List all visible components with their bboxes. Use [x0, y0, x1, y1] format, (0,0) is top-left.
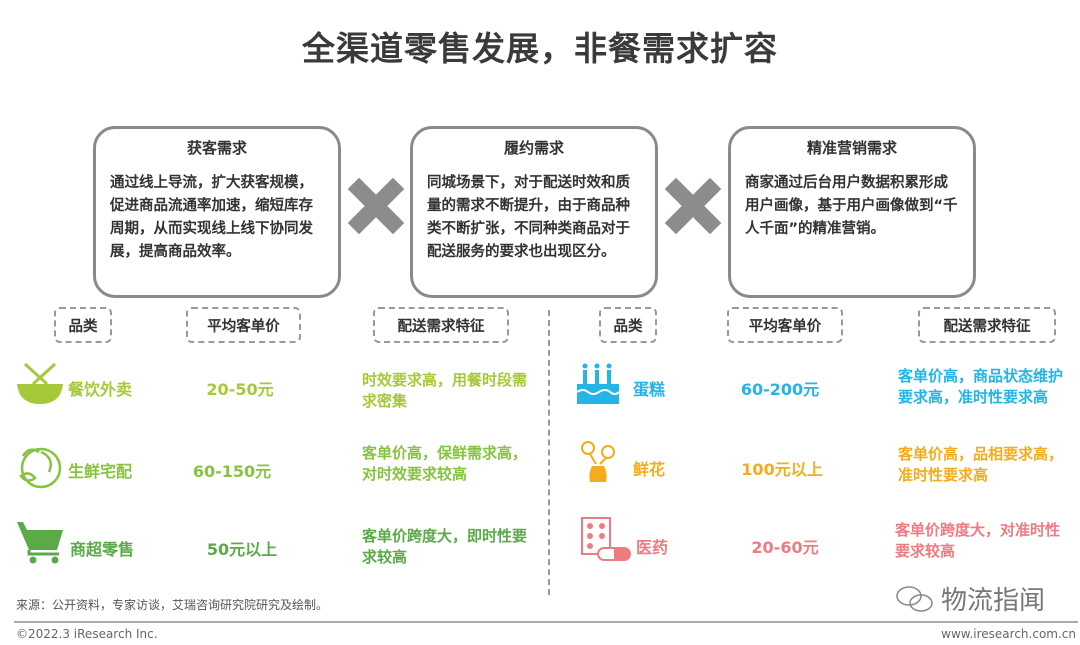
- category-name: 商超零售: [70, 540, 135, 559]
- marketing-demand-box: 精准营销需求 商家通过后台用户数据积累形成用户画像，基于用户画像做到“千人千面”…: [728, 126, 976, 298]
- delivery-feature: 客单价跨度大，即时性要求较高: [362, 527, 528, 566]
- average-price: 20-60元: [751, 538, 819, 557]
- average-price: 100元以上: [741, 460, 823, 479]
- box-title: 履约需求: [503, 139, 564, 157]
- average-price: 60-150元: [192, 462, 272, 481]
- fulfillment-demand-box: 履约需求 同城场景下，对于配送时效和质量的需求不断提升，由于商品种类不断扩张，不…: [410, 126, 658, 298]
- box-title: 精准营销需求: [806, 139, 897, 157]
- website-link[interactable]: www.iresearch.com.cn: [941, 627, 1076, 641]
- category-name: 医药: [636, 538, 669, 557]
- bowl-icon: [17, 362, 63, 404]
- header-feature: 配送需求特征: [918, 307, 1056, 343]
- vegetables-icon: [19, 447, 62, 489]
- box-body: 通过线上导流，扩大获客规模，促进商品流通率加速，缩短库存周期，从而实现线上线下协…: [110, 175, 313, 260]
- page-title: 全渠道零售发展，非餐需求扩容: [302, 29, 778, 68]
- box-body: 同城场景下，对于配送时效和质量的需求不断提升，由于商品种类不断扩张，不同种类商品…: [427, 175, 630, 260]
- delivery-feature: 客单价跨度大，对准时性要求较高: [895, 521, 1061, 560]
- category-name: 餐饮外卖: [68, 380, 133, 399]
- cart-icon: [17, 522, 63, 564]
- source-note: 来源：公开资料，专家访谈，艾瑞咨询研究院研究及绘制。: [16, 598, 329, 612]
- delivery-feature: 时效要求高，用餐时段需求密集: [362, 371, 528, 410]
- category-name: 生鲜宅配: [68, 462, 133, 481]
- category-name: 蛋糕: [633, 380, 666, 399]
- category-name: 鲜花: [633, 460, 666, 479]
- wechat-icon: [896, 585, 933, 612]
- header-category: 品类: [599, 307, 657, 343]
- copyright: ©2022.3 iResearch Inc.: [16, 627, 158, 641]
- flower-icon: [581, 441, 615, 482]
- header-price: 平均客单价: [186, 307, 301, 343]
- header-feature: 配送需求特征: [373, 307, 509, 343]
- box-title: 获客需求: [186, 139, 247, 157]
- watermark: 物流指闻: [895, 580, 1045, 617]
- header-price: 平均客单价: [727, 307, 843, 343]
- footer-rule: [14, 621, 1078, 623]
- medicine-icon: [581, 517, 631, 561]
- average-price: 60-200元: [740, 380, 820, 399]
- times-icon: [348, 178, 404, 234]
- average-price: 50元以上: [206, 540, 278, 559]
- average-price: 20-50元: [206, 380, 274, 399]
- times-icon: [665, 178, 721, 234]
- delivery-feature: 客单价高，保鲜需求高，对时效要求较高: [362, 444, 528, 483]
- watermark-text: 物流指闻: [941, 586, 1046, 616]
- cake-icon: [576, 363, 620, 404]
- header-category: 品类: [54, 307, 112, 343]
- acquisition-demand-box: 获客需求 通过线上导流，扩大获客规模，促进商品流通率加速，缩短库存周期，从而实现…: [93, 126, 341, 298]
- column-divider: [548, 310, 550, 595]
- delivery-feature: 客单价高，品相要求高，准时性要求高: [898, 445, 1064, 484]
- box-body: 商家通过后台用户数据积累形成用户画像，基于用户画像做到“千人千面”的精准营销。: [745, 175, 958, 237]
- delivery-feature: 客单价高，商品状态维护要求高，准时性要求高: [898, 367, 1064, 406]
